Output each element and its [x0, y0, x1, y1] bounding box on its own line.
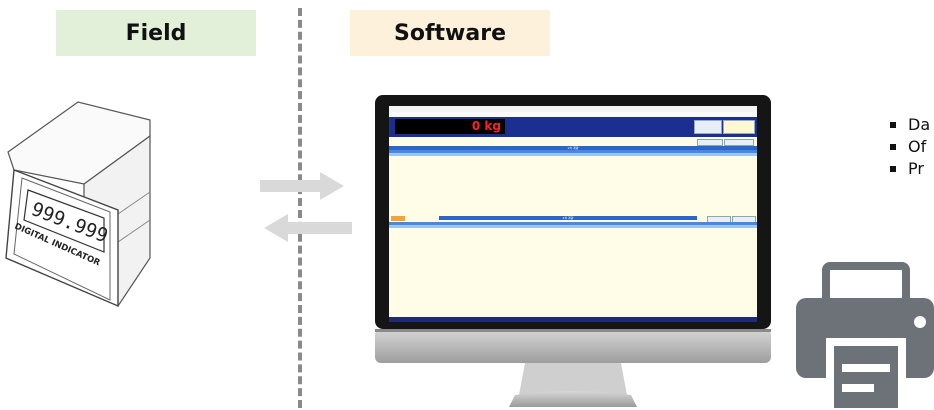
lower-panel-header: 2차 계량: [439, 216, 697, 220]
software-label-text: Software: [394, 20, 506, 46]
screen-button-2[interactable]: [723, 120, 755, 134]
software-label: Software: [350, 10, 550, 56]
lower-panel-row[interactable]: [389, 225, 757, 228]
upper-panel-row[interactable]: [389, 153, 757, 156]
screen-menu-bar: [389, 112, 757, 117]
field-label-text: Field: [125, 20, 187, 46]
printer-icon: [796, 262, 934, 410]
screen-button-1[interactable]: [694, 120, 722, 134]
dashed-divider: [298, 8, 302, 408]
upper-panel-title: 1차 계량: [567, 146, 579, 150]
upper-panel-columns: [389, 150, 757, 153]
screen-status-bar: [389, 317, 757, 322]
software-screen: 0 kg 1차 계량 2차 계량: [389, 106, 757, 322]
feature-item: Of: [888, 136, 930, 158]
weight-display: 0 kg: [395, 119, 505, 134]
double-arrow-icon: [260, 172, 352, 242]
field-label: Field: [56, 10, 256, 56]
screen-tool-1[interactable]: [697, 139, 723, 146]
lower-panel-columns: [389, 222, 757, 225]
lower-panel-tab[interactable]: [391, 216, 405, 221]
weight-unit: kg: [484, 119, 501, 133]
weight-value: 0: [471, 119, 481, 133]
lower-panel-title: 2차 계량: [562, 216, 574, 220]
feature-item: Pr: [888, 158, 930, 180]
digital-indicator-device: 999.999 DIGITAL INDICATOR: [5, 101, 151, 308]
screen-title-bar: [389, 106, 757, 112]
screen-tool-2[interactable]: [724, 139, 754, 146]
feature-list: Da Of Pr: [888, 114, 930, 180]
upper-panel-header: 1차 계량: [389, 146, 757, 150]
feature-item: Da: [888, 114, 930, 136]
